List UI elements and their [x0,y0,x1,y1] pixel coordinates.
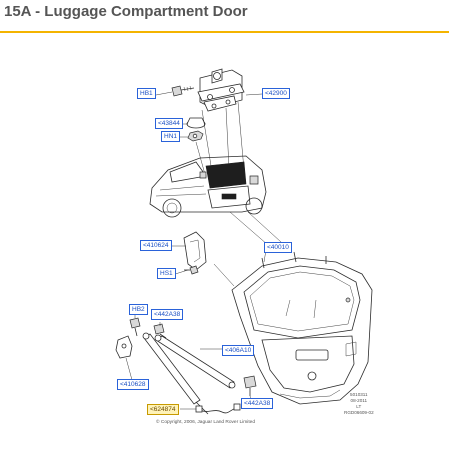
gas-strut-right-part [154,334,236,389]
callout-624874[interactable]: <624874 [147,404,179,415]
page-title: 15A - Luggage Compartment Door [4,3,248,20]
tailgate-panel-part [231,251,373,405]
callout-42900[interactable]: <42900 [262,88,290,99]
vehicle-overview-illustration [149,155,267,218]
ref-line-2: 08-2011 [350,398,368,403]
copyright-notice: © Copyright, 2006, Jaguar Land Rover Lim… [156,420,255,425]
callout-442a38-lower[interactable]: <442A38 [241,398,274,409]
cover-screw-part [184,265,199,275]
hinge-cover-part [183,231,207,271]
wiring-harness-part [195,403,241,414]
title-divider [0,31,449,33]
callout-410628[interactable]: <410628 [117,379,149,390]
exploded-parts-diagram [115,68,373,415]
callout-410624[interactable]: <410624 [140,240,172,251]
callout-hs1[interactable]: HS1 [157,268,176,279]
hinge-nut-part [187,130,204,142]
callout-406a10[interactable]: <406A10 [222,345,255,356]
tailgate-hinge-part [197,68,245,112]
ref-line-4: RGD06609-02 [344,410,374,415]
gas-strut-left-part [142,332,209,415]
callout-hb1[interactable]: HB1 [137,88,156,99]
strut-bracket-part [115,335,133,359]
callout-hn1[interactable]: HN1 [161,131,181,142]
ref-line-3: LT [356,404,362,409]
callout-40010[interactable]: <40010 [264,242,292,253]
ball-stud-upper-part [153,323,167,339]
callout-hb2[interactable]: HB2 [129,304,148,315]
ball-stud-lower-part [243,375,257,396]
ref-line-1: 5010311 [350,392,368,397]
hinge-seal-part [186,117,206,129]
callout-43844[interactable]: <43844 [155,118,183,129]
callout-442a38-upper[interactable]: <442A38 [151,309,184,320]
strut-bolt-part [129,317,141,337]
hinge-bolt-part [171,85,195,97]
drawing-reference-block: 5010311 08-2011 LT RGD06609-02 [344,392,374,416]
